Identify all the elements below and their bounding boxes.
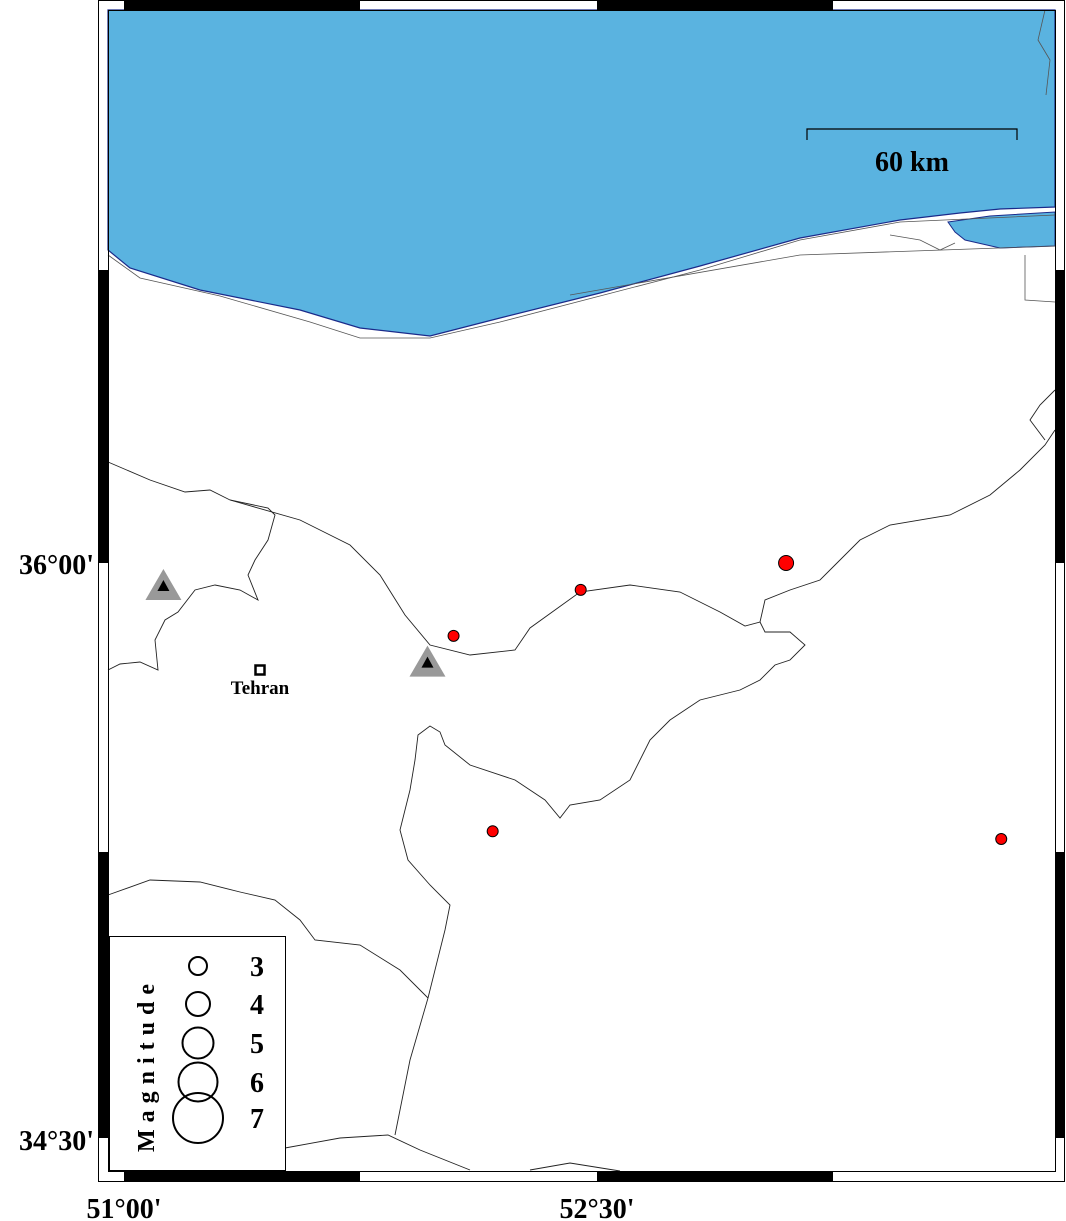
city-label: Tehran [231,678,290,699]
x-tick-label: 51°00' [87,1194,162,1221]
earthquake-events [447,555,1008,845]
coastline-details [107,9,1056,339]
legend-label: 7 [250,1104,264,1135]
legend-title: Magnitude [134,977,160,1152]
volcanoes [145,568,446,677]
map-frame [98,0,1065,1182]
magnitude-legend: Magnitude 3 4 5 6 7 [109,936,286,1171]
volcano-icon [145,568,182,600]
legend-label: 3 [250,952,264,983]
legend-circle [172,1092,224,1144]
legend-label: 4 [250,990,264,1021]
legend-circle [181,1026,215,1060]
y-tick-label: 34°30' [19,1126,94,1157]
caspian-sea [107,9,1056,337]
earthquake-event-marker[interactable] [778,555,795,571]
city-marker-icon [254,664,266,676]
scale-bar-label: 60 km [875,147,949,178]
legend-circle [177,1061,219,1103]
x-tick-label: 52°30' [560,1194,635,1221]
legend-circle [185,991,211,1017]
earthquake-event-marker[interactable] [574,583,587,596]
earthquake-event-marker[interactable] [486,825,499,838]
legend-circle [188,956,208,976]
legend-label: 5 [250,1029,264,1060]
scale-bar [806,128,1018,140]
province-borders [107,389,1056,1172]
earthquake-event-marker[interactable] [447,629,460,642]
volcano-icon [409,645,446,677]
legend-label: 6 [250,1068,264,1099]
y-tick-label: 36°00' [19,550,94,581]
earthquake-event-marker[interactable] [995,832,1008,845]
